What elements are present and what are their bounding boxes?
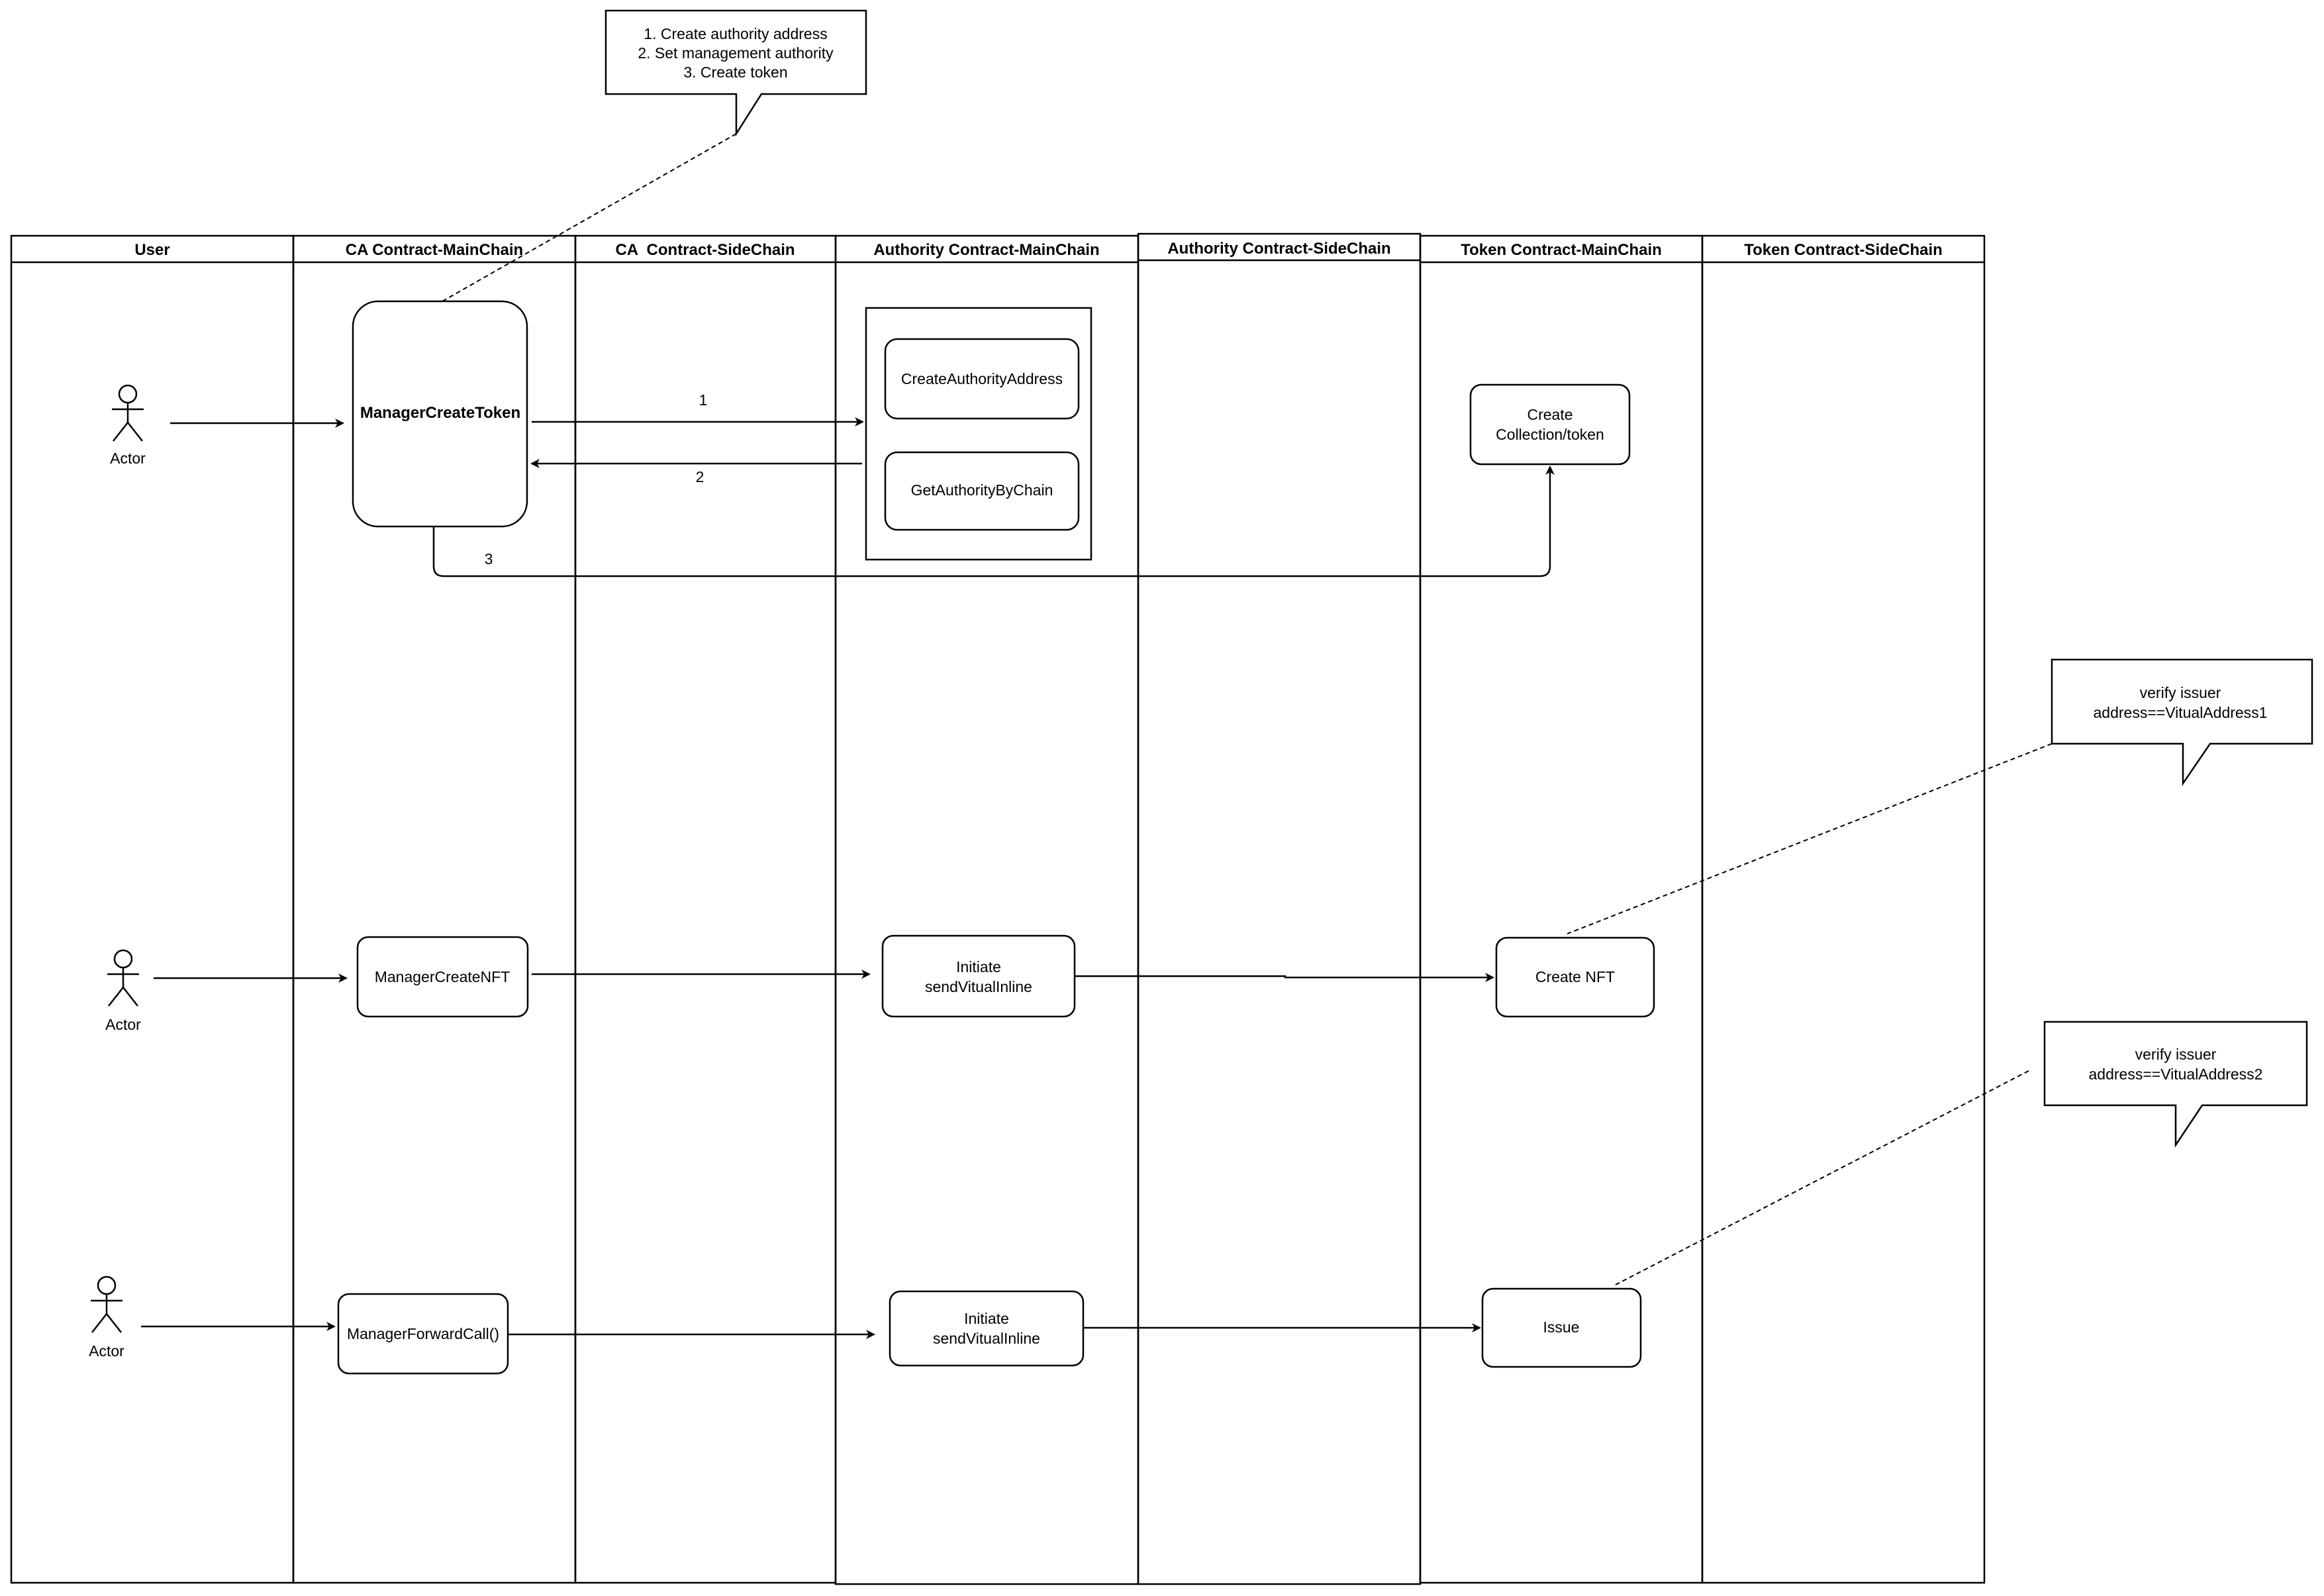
callout-step-2: 2. Set management authority xyxy=(638,44,834,62)
initiate-2-line-1: Initiate xyxy=(964,1310,1009,1327)
actor-figure-1[interactable] xyxy=(112,384,144,442)
callout-step-1: 1. Create authority address xyxy=(644,25,827,42)
actor-label-1: Actor xyxy=(110,450,146,467)
lane-header-user: User xyxy=(134,241,169,259)
actor-label-3: Actor xyxy=(89,1342,124,1360)
actor-figure-2[interactable] xyxy=(107,949,139,1007)
verify-callout-2[interactable]: verify issuer address==VitualAddress2 xyxy=(2043,1021,2308,1148)
step-label-3: 3 xyxy=(485,550,493,568)
arrow-initiate-1-to-create-nft xyxy=(1075,973,1494,982)
manager-create-token-label: ManagerCreateToken xyxy=(360,404,520,422)
initiate-box-1[interactable] xyxy=(881,934,1076,1018)
verify-2-line-1: verify issuer xyxy=(2135,1046,2217,1063)
lane-headers: User CA Contract-MainChain CA Contract-S… xyxy=(134,240,1942,259)
lane-token-sidechain[interactable] xyxy=(1701,234,1986,1584)
manager-forward-call-label: ManagerForwardCall() xyxy=(347,1325,499,1342)
issue-label: Issue xyxy=(1543,1319,1580,1336)
lane-header-token-mainchain: Token Contract-MainChain xyxy=(1461,241,1662,259)
initiate-1-line-2: sendVitualInline xyxy=(925,978,1032,995)
verify-2-line-2: address==VitualAddress2 xyxy=(2089,1066,2263,1083)
manager-create-nft-label: ManagerCreateNFT xyxy=(375,968,510,985)
lane-header-token-sidechain: Token Contract-SideChain xyxy=(1744,241,1943,259)
get-authority-by-chain-box[interactable] xyxy=(884,451,1080,531)
create-collection-box[interactable] xyxy=(1469,383,1631,466)
step-label-2: 2 xyxy=(696,468,704,485)
create-nft-box[interactable] xyxy=(1495,936,1655,1018)
create-nft-label: Create NFT xyxy=(1535,968,1615,985)
step-label-1: 1 xyxy=(699,391,708,409)
verify-1-line-2: address==VitualAddress1 xyxy=(2094,704,2268,721)
arrow-step-3 xyxy=(432,466,1555,577)
lane-user[interactable] xyxy=(10,234,295,1584)
verify-callout-1[interactable]: verify issuer address==VitualAddress1 xyxy=(2051,658,2313,787)
lane-ca-sidechain[interactable] xyxy=(574,234,837,1584)
issue-box[interactable] xyxy=(1481,1287,1642,1368)
initiate-2-line-2: sendVitualInline xyxy=(933,1330,1040,1347)
actor-figure-3[interactable] xyxy=(91,1275,122,1333)
get-authority-by-chain-label: GetAuthorityByChain xyxy=(911,481,1053,499)
initiate-box-2[interactable] xyxy=(889,1290,1085,1367)
swimlanes xyxy=(10,232,1986,1585)
verify-callout-1-connector xyxy=(1567,743,2053,934)
steps-callout-connector xyxy=(442,133,737,302)
arrows xyxy=(141,417,1555,1339)
initiate-1-line-1: Initiate xyxy=(956,958,1001,975)
create-collection-line-2: Collection/token xyxy=(1496,426,1604,443)
steps-callout[interactable]: 1. Create authority address 2. Set manag… xyxy=(605,9,867,137)
create-authority-address-label: CreateAuthorityAddress xyxy=(901,370,1063,387)
manager-create-nft-box[interactable] xyxy=(356,936,529,1018)
lane-authority-sidechain[interactable] xyxy=(1137,232,1422,1585)
lane-header-authority-sidechain: Authority Contract-SideChain xyxy=(1167,240,1390,258)
lane-header-ca-sidechain: CA Contract-SideChain xyxy=(615,241,795,259)
manager-create-token-box[interactable] xyxy=(352,300,528,528)
lane-header-authority-mainchain: Authority Contract-MainChain xyxy=(873,241,1099,259)
lane-header-ca-mainchain: CA Contract-MainChain xyxy=(346,241,523,259)
verify-1-line-1: verify issuer xyxy=(2140,684,2221,701)
callout-step-3: 3. Create token xyxy=(683,64,787,81)
create-authority-address-box[interactable] xyxy=(884,338,1080,420)
create-collection-line-1: Create xyxy=(1527,406,1573,423)
actor-label-2: Actor xyxy=(105,1016,141,1033)
verify-callout-2-connector xyxy=(1615,1070,2029,1285)
